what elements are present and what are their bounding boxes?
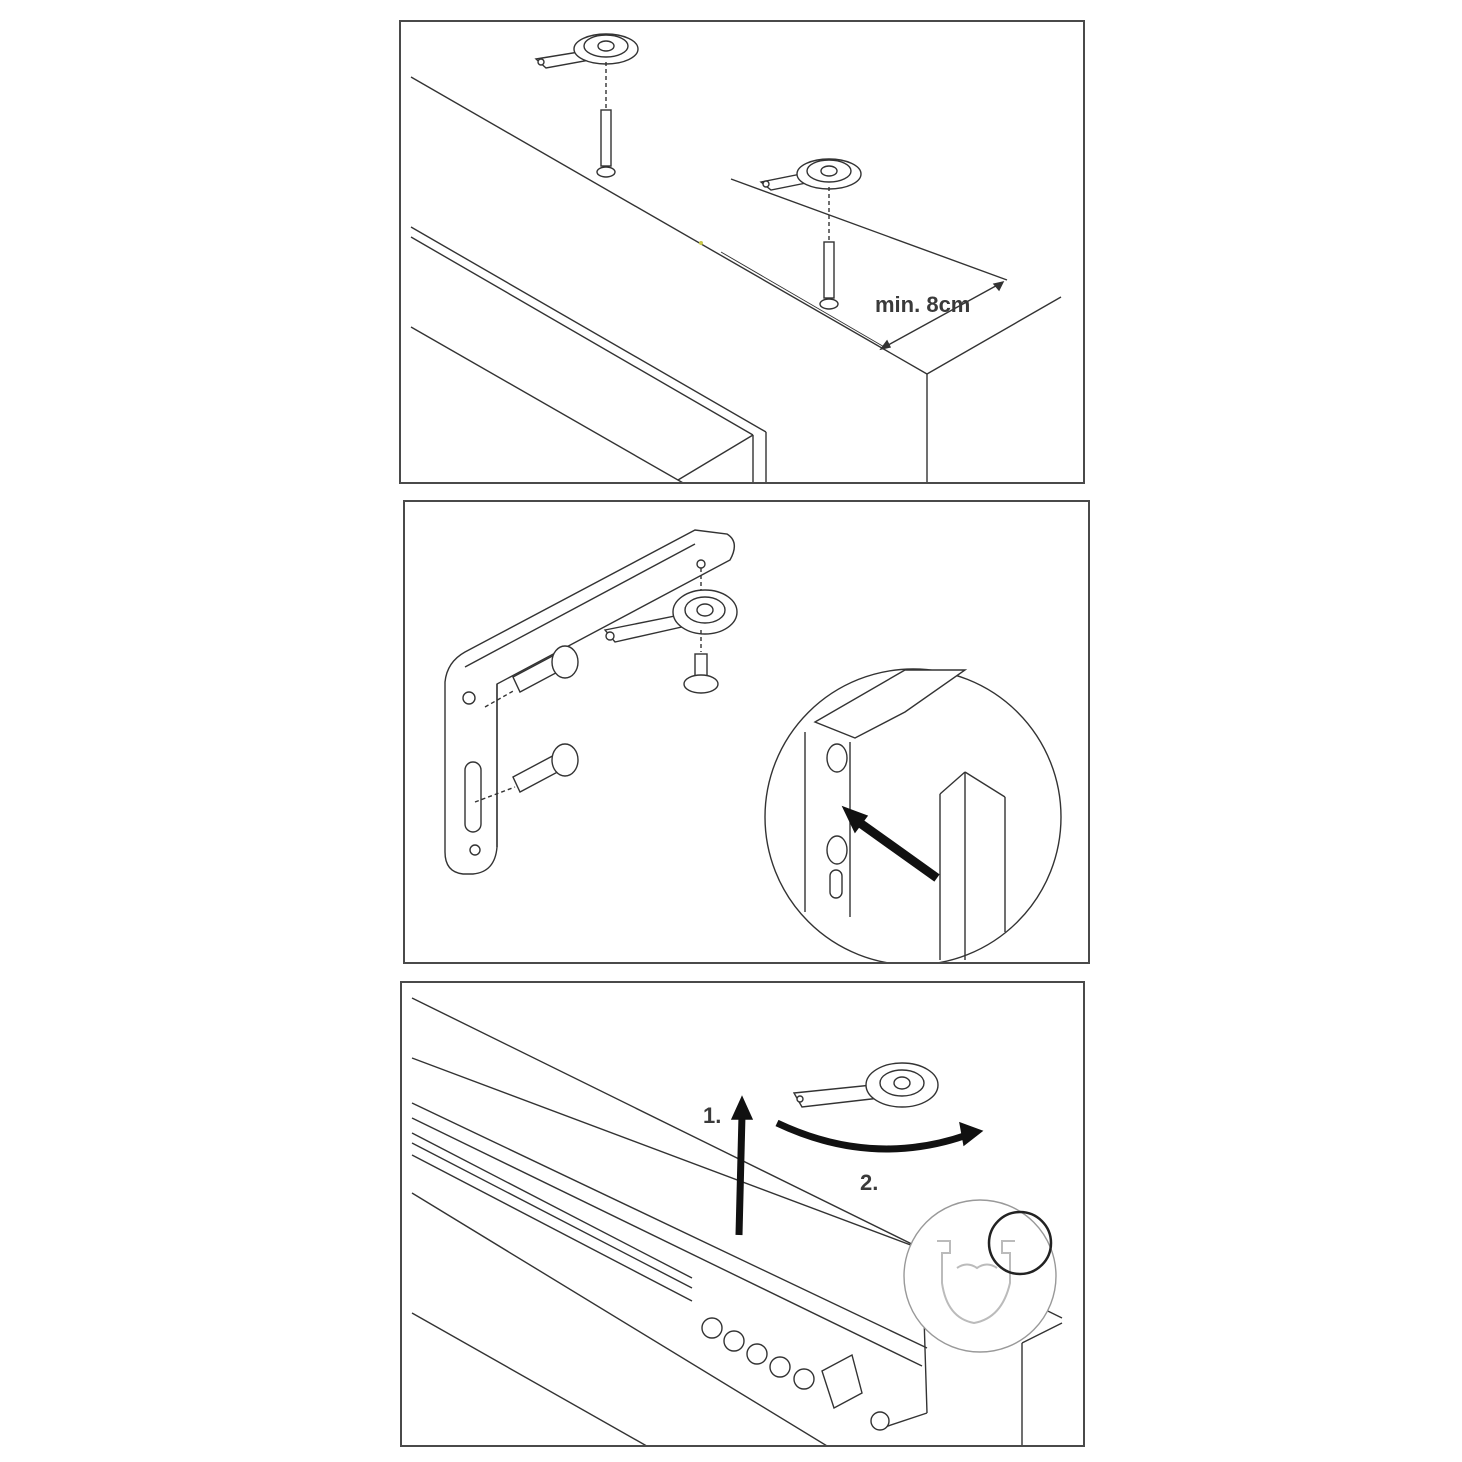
edge-reference-line — [720, 251, 887, 349]
rail-profile-detail — [903, 1199, 1057, 1353]
curtain-clip — [603, 589, 738, 643]
ceiling-edge-line — [410, 76, 928, 375]
curtain-gliders — [701, 1317, 890, 1431]
detail-bracket — [804, 669, 968, 917]
rail-groove-4 — [411, 1154, 693, 1302]
panel-rail-release: 1. 2. — [400, 981, 1085, 1447]
wall-bracket — [444, 529, 735, 875]
panel-bracket-mounting — [403, 500, 1090, 964]
rail-front-edge — [411, 1102, 928, 1349]
wall-screw-top-guide — [484, 689, 516, 708]
curtain-clip-1 — [534, 33, 639, 69]
rail-end-bottom — [881, 1412, 928, 1429]
dimension-line — [880, 281, 1004, 350]
wall-screw-bottom-guide — [474, 786, 516, 803]
push-arrow — [841, 805, 940, 882]
marker-dot — [699, 241, 703, 245]
profile-highlight-circle — [987, 1210, 1053, 1276]
wall-plug-2 — [819, 241, 839, 310]
window-frame-lower — [410, 326, 683, 482]
rail-groove-3 — [411, 1142, 693, 1289]
frame-return — [677, 434, 754, 481]
push-up-arrow — [730, 1095, 754, 1236]
window-frame-top — [411, 1192, 827, 1445]
wall-plug-1 — [596, 109, 616, 178]
rail-top-edge — [411, 1057, 933, 1254]
ceiling-side-edge — [926, 296, 1062, 375]
curtain-clip-2 — [759, 158, 862, 191]
rail-release-drawing — [411, 997, 1063, 1445]
wall-screw-top — [512, 645, 579, 693]
bracket-mount-drawing — [444, 529, 1062, 962]
wall-screw-bottom — [512, 743, 579, 793]
rail-profile-shape — [937, 1240, 1015, 1325]
step-1-label: 1. — [703, 1103, 722, 1128]
detail-view-circle — [764, 668, 1062, 962]
rail-groove-1 — [411, 1117, 923, 1367]
curtain-clip — [792, 1062, 939, 1108]
step-2-label: 2. — [860, 1170, 879, 1195]
window-frame-top — [410, 226, 767, 433]
panel-ceiling-mounting: min. 8cm — [399, 20, 1085, 484]
detail-window-frame — [939, 771, 1006, 960]
window-frame-inner — [410, 236, 754, 436]
ceiling-mount-drawing — [410, 33, 1062, 482]
dimension-guide — [730, 178, 1008, 281]
rotate-arrow — [775, 1119, 984, 1153]
wall-corner-top — [1021, 1322, 1063, 1344]
minimum-distance-label: min. 8cm — [875, 292, 971, 317]
rail-groove-2 — [411, 1132, 693, 1279]
fixing-screw — [683, 653, 719, 694]
dimension-arrow-top — [992, 280, 1005, 292]
window-frame-lower — [411, 1312, 647, 1445]
